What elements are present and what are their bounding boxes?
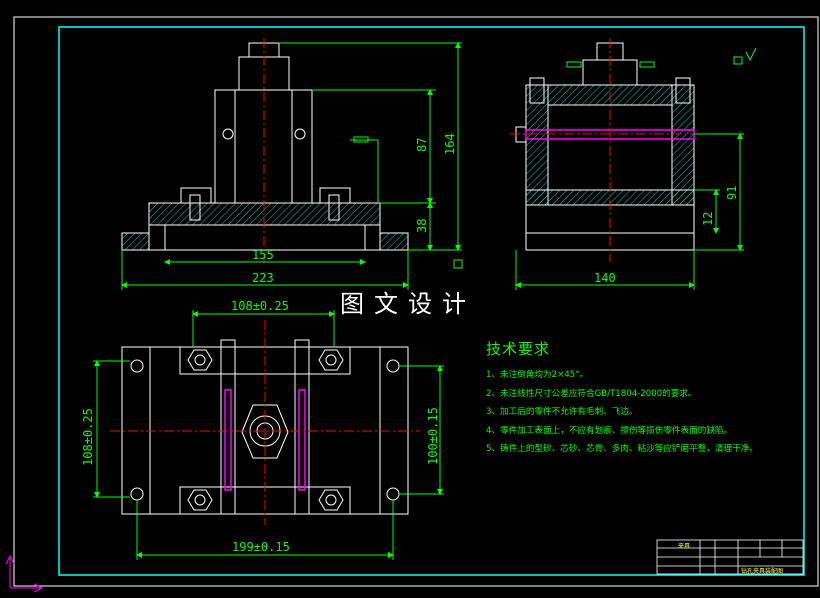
title-block: [656, 539, 804, 575]
dim-38: 38: [415, 219, 429, 233]
tech-requirements-title: 技术要求: [486, 340, 551, 358]
dim-91: 91: [725, 186, 739, 200]
front-dimensions: [121, 42, 463, 290]
dim-199-bottom: 199±0.15: [232, 540, 290, 554]
dim-108-left: 108±0.25: [81, 408, 95, 466]
ucs-axis-icon: [5, 554, 44, 593]
side-dimensions: [515, 47, 757, 290]
tech-requirements-list: 1、未注倒角均为2×45°。 2、未注线性尺寸公差应符合GB/T1804-200…: [486, 366, 758, 459]
top-dimensions: [93, 310, 444, 560]
side-view: [510, 38, 700, 262]
front-view: [121, 38, 409, 262]
dimension-labels: 155 223 87 164 38 140 91 12 108±0.25 108…: [81, 133, 739, 554]
dim-223: 223: [252, 271, 274, 285]
dim-87: 87: [415, 138, 429, 152]
inner-frame: [58, 26, 805, 576]
tech-requirement-item: 5、铸件上的型砂、芯砂、芯骨、多肉、粘沙等应铲磨平整，清理干净。: [486, 444, 758, 454]
dim-12: 12: [701, 212, 715, 226]
dim-108-top: 108±0.25: [231, 299, 289, 313]
tech-requirement-item: 1、未注倒角均为2×45°。: [486, 370, 589, 380]
dim-100-right: 100±0.15: [426, 407, 440, 465]
top-view: [110, 320, 420, 525]
tech-requirement-item: 4、零件加工表面上，不应有划痕、擦伤等损伤零件表面的缺陷。: [486, 425, 733, 436]
outer-border: [13, 16, 819, 587]
tech-requirement-item: 3、加工后的零件不允许有毛刺、飞边。: [486, 407, 638, 417]
dim-155: 155: [252, 248, 274, 262]
dim-140: 140: [594, 271, 616, 285]
title-block-part-name: 夹具: [678, 543, 691, 550]
title-overlay: 图文设计: [340, 290, 476, 318]
dim-164: 164: [443, 133, 457, 155]
title-block-drawing-title: 钻孔夹具装配图: [741, 568, 784, 575]
tech-requirement-item: 2、未注线性尺寸公差应符合GB/T1804-2000的要求。: [486, 388, 697, 399]
